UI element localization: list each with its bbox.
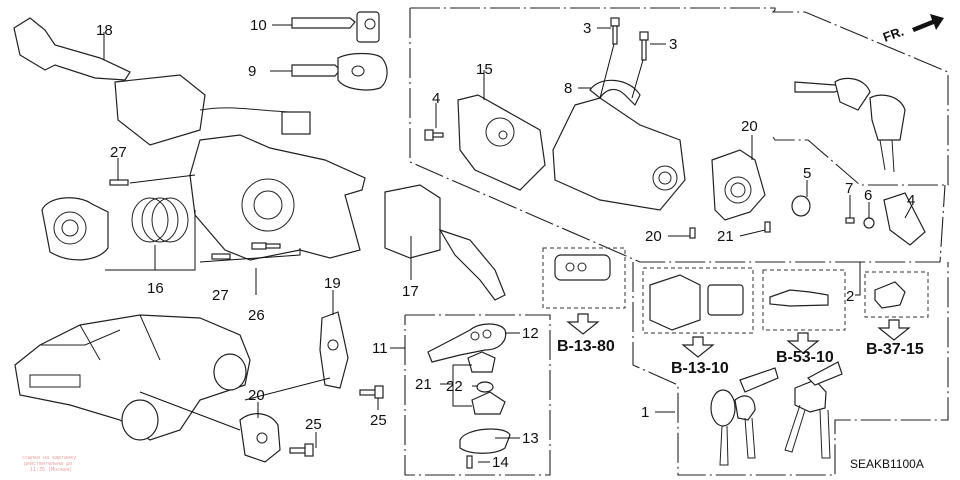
door-cylinder-box	[762, 269, 846, 331]
callout-27[interactable]: 27	[212, 287, 229, 304]
trunk-cylinder-box	[864, 271, 929, 318]
callout-15[interactable]: 14	[492, 454, 509, 471]
front-label: FR.	[881, 24, 906, 45]
reference-arrow-icon	[681, 336, 715, 358]
callout-22[interactable]: 20	[645, 228, 662, 245]
callout-26[interactable]: 26	[248, 307, 265, 324]
reference-arrow-icon	[786, 332, 820, 354]
assembly-frames	[404, 7, 949, 476]
keyless-remote-parts[interactable]	[427, 323, 511, 469]
reference-b-37-15[interactable]: B-37-15	[866, 341, 924, 358]
callout-13[interactable]: 12	[522, 325, 539, 342]
callout-3[interactable]: 3	[669, 36, 677, 53]
watermark: ссылка на картинку действительна до 11:3…	[22, 455, 76, 473]
combination-switch-part[interactable]	[13, 17, 311, 146]
callout-27[interactable]: 27	[110, 144, 127, 161]
screw-27-part[interactable]	[109, 179, 231, 260]
screw-26-part[interactable]	[251, 242, 281, 250]
remote-transmitter-part[interactable]	[554, 254, 611, 281]
key-set-frame	[632, 262, 949, 476]
callout-10[interactable]: 9	[248, 63, 256, 80]
steering-column-housing-part[interactable]	[189, 134, 366, 261]
cylinder-part[interactable]	[791, 195, 811, 217]
callout-25[interactable]: 25	[370, 412, 387, 429]
reference-b-53-10[interactable]: B-53-10	[776, 349, 834, 366]
front-direction-indicator: FR.	[881, 14, 944, 45]
door-lock-actuator-part[interactable]	[239, 311, 349, 463]
callout-23[interactable]: 21	[415, 376, 432, 393]
callout-20[interactable]: 20	[248, 387, 265, 404]
callout-11[interactable]: 10	[250, 17, 267, 34]
blank-key-part[interactable]	[291, 11, 380, 43]
diagram-code: SEAKB1100A	[850, 457, 924, 471]
callout-24[interactable]: 22	[446, 378, 463, 395]
key-set-lower-part[interactable]	[710, 361, 843, 466]
bolt-part[interactable]	[610, 17, 649, 61]
front-arrow-icon	[912, 14, 944, 32]
leader-lines	[103, 24, 913, 463]
flange-bolt-part[interactable]	[289, 385, 384, 457]
reference-boxes: B-13-80 B-13-10 B-53-10 B-37-15	[542, 247, 929, 377]
tapping-screw-part[interactable]	[689, 221, 771, 239]
callout-14[interactable]: 13	[522, 430, 539, 447]
ignition-frame	[409, 8, 946, 263]
callout-25[interactable]: 25	[305, 416, 322, 433]
callout-7[interactable]: 6	[864, 187, 872, 204]
callout-22[interactable]: 21	[717, 228, 734, 245]
screw-part[interactable]	[424, 129, 444, 141]
wiper-switch-part[interactable]	[384, 184, 506, 301]
callout-17[interactable]: 16	[147, 280, 164, 297]
vehicle-outline	[14, 314, 251, 441]
callout-12[interactable]: 11	[372, 340, 388, 357]
callout-9[interactable]: 8	[564, 80, 572, 97]
ignition-body-part[interactable]	[552, 97, 686, 211]
steering-lock-part[interactable]	[457, 94, 546, 191]
cable-reel-part[interactable]	[41, 197, 109, 261]
keyless-remote-frame	[404, 314, 551, 476]
callout-1[interactable]: 1	[641, 404, 649, 421]
immobilizer-unit-box	[642, 267, 754, 334]
callout-labels: 18 10 9 27 16 27 26 17 15 4 3 3 8 20 20 …	[96, 17, 915, 471]
receiver-unit-part[interactable]	[707, 284, 744, 316]
immobilizer-key-part[interactable]	[291, 52, 388, 91]
reference-arrow-icon	[566, 313, 600, 335]
callout-3[interactable]: 3	[583, 20, 591, 37]
small-screw-part[interactable]	[845, 217, 855, 224]
upper-assembly-frame	[410, 7, 949, 186]
watermark-line: действительна до	[24, 461, 72, 467]
key-set-upper-part[interactable]	[794, 77, 906, 173]
watermark-line: ссылка на картинку	[22, 455, 76, 461]
callout-19[interactable]: 18	[96, 22, 113, 39]
reference-b-13-80[interactable]: B-13-80	[557, 338, 615, 355]
callout-18[interactable]: 17	[402, 283, 419, 300]
callout-20[interactable]: 19	[324, 275, 341, 292]
reference-arrow-icon	[877, 319, 911, 341]
callout-4[interactable]: 4	[432, 90, 440, 107]
watermark-line: 11:35 (Москва)	[30, 467, 72, 473]
washer-part[interactable]	[863, 217, 875, 229]
remote-transmitter-box	[542, 247, 626, 309]
callout-8[interactable]: 7	[845, 180, 853, 197]
callout-21[interactable]: 20	[741, 118, 758, 135]
knob-part[interactable]	[883, 192, 926, 246]
callout-5[interactable]: 4	[907, 192, 915, 209]
trunk-cylinder-part[interactable]	[874, 281, 906, 309]
door-cylinder-part[interactable]	[769, 289, 829, 307]
cylinder-cover-part[interactable]	[711, 149, 766, 221]
spring-part[interactable]	[131, 197, 189, 243]
callout-2[interactable]: 2	[846, 288, 854, 305]
reference-b-13-10[interactable]: B-13-10	[671, 360, 729, 377]
immobilizer-unit-part[interactable]	[649, 274, 701, 331]
callout-16[interactable]: 15	[476, 61, 493, 78]
callout-6[interactable]: 5	[803, 165, 811, 182]
